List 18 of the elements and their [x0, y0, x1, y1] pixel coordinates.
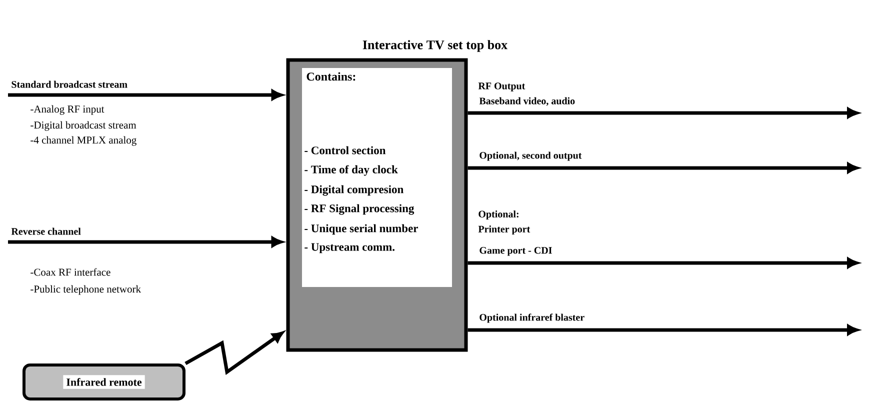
label: -Public telephone network — [30, 285, 142, 295]
label: -Coax RF interface — [30, 268, 110, 276]
edge-label: Optional, second output — [480, 152, 582, 161]
label: -Analog RF input — [30, 105, 104, 115]
arrow — [184, 332, 284, 376]
edge-label: Optional infraref blaster — [480, 314, 584, 323]
label: Optional: — [478, 210, 518, 220]
remote-box: Infrared remote — [22, 364, 186, 400]
label: RF Output — [478, 82, 526, 92]
edge-label: Game port - CDI — [480, 247, 552, 256]
label: -4 channel MPLX analog — [30, 136, 136, 146]
label: -Digital broadcast stream — [30, 121, 136, 131]
set-top-box: Contains: - Control section - Time of day clock - Digital compresion - RF Signal processing - Unique serial number - Upstream comm. — [286, 58, 468, 352]
edge-label: Reverse channel — [11, 228, 81, 235]
edge-label: Baseband video, audio — [479, 97, 575, 106]
label: Printer port — [478, 225, 530, 235]
title: Interactive TV set top box — [362, 40, 508, 52]
edge-label: Standard broadcast stream — [12, 80, 128, 88]
